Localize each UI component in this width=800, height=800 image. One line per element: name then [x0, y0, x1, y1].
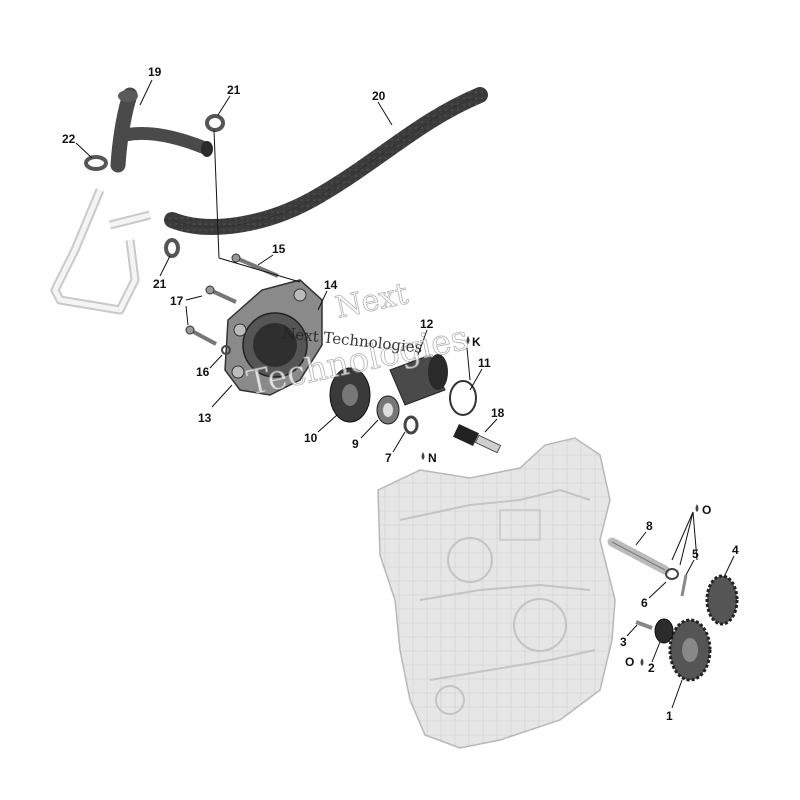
seal-9 — [376, 395, 400, 425]
callout-14: 14 — [324, 278, 338, 292]
bolt-17-top — [205, 285, 237, 304]
lubricant-marker-o-top — [695, 504, 699, 512]
gear-1 — [668, 618, 712, 682]
callout-12: 12 — [420, 317, 434, 331]
pin-5 — [680, 574, 688, 597]
lubricant-marker-k — [466, 336, 470, 344]
dowel-16 — [221, 345, 231, 355]
callout-4: 4 — [732, 543, 739, 557]
callout-21: 21 — [227, 83, 241, 97]
bolt-15 — [231, 253, 279, 278]
hose-clamp-21-bottom — [164, 238, 180, 258]
coolant-hose-20 — [164, 87, 488, 235]
callout-22: 22 — [62, 132, 76, 146]
gear-2 — [654, 618, 674, 644]
hose-clamp-21-top — [205, 114, 225, 132]
o-ring-11 — [449, 380, 477, 416]
callout-19: 19 — [148, 65, 162, 79]
idler-shaft-8 — [607, 537, 670, 575]
watermark-line-1: Next — [332, 276, 411, 325]
leader-lines — [75, 79, 735, 709]
bolt-17-bottom — [185, 325, 217, 346]
callout-3: 3 — [620, 635, 627, 649]
callout-16: 16 — [196, 365, 210, 379]
callout-17: 17 — [170, 294, 184, 308]
callout-2: 2 — [648, 661, 655, 675]
temperature-sensor-18 — [453, 424, 502, 454]
callout-10: 10 — [304, 431, 318, 445]
impeller-10 — [329, 367, 371, 423]
callout-k: K — [472, 335, 481, 349]
callout-o-top: O — [702, 503, 711, 517]
lubricant-marker-o-bottom — [640, 658, 644, 666]
callout-7: 7 — [385, 451, 392, 465]
engine-block-ghost — [377, 437, 616, 749]
bolt-3 — [635, 620, 653, 630]
washer-7 — [403, 415, 419, 435]
callout-8: 8 — [646, 519, 653, 533]
callout-6: 6 — [641, 596, 648, 610]
callout-9: 9 — [352, 437, 359, 451]
pump-shaft-12 — [389, 354, 448, 406]
callout-15: 15 — [272, 242, 286, 256]
hose-clamp-22 — [84, 155, 108, 171]
ring-6 — [665, 568, 679, 580]
elbow-hose-19 — [110, 87, 213, 173]
callout-o-bottom: O — [625, 655, 634, 669]
lubricant-marker-n — [421, 452, 425, 460]
callout-1: 1 — [666, 709, 673, 723]
callout-18: 18 — [491, 406, 505, 420]
callout-21: 21 — [153, 277, 167, 291]
callout-13: 13 — [198, 411, 212, 425]
ghost-pipe-assembly — [50, 188, 152, 315]
callout-20: 20 — [372, 89, 386, 103]
callout-5: 5 — [692, 547, 699, 561]
callout-n: N — [428, 451, 437, 465]
callout-labels: 19 21 20 22 15 21 14 17 12 K 11 16 13 18… — [62, 65, 739, 723]
callout-11: 11 — [478, 356, 491, 370]
gear-4 — [705, 574, 739, 626]
water-pump-housing — [224, 279, 323, 396]
